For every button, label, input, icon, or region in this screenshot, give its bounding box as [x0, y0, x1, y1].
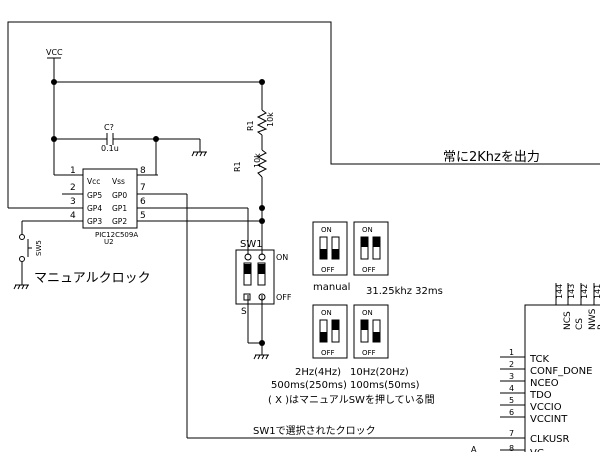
- manual-clock-label: マニュアルクロック: [34, 271, 151, 286]
- wires: [7, 21, 600, 439]
- fpga-top-name: R: [597, 324, 600, 330]
- capacitor: C? 0.1u: [101, 123, 119, 153]
- sw1-on: ON: [276, 253, 288, 262]
- pin-name: Vss: [112, 177, 125, 186]
- fpga-left-pins: 1 2 3 4 5 6 7 8 TCK CONF_DONE NCEO TDO V…: [500, 348, 592, 452]
- fpga-pin-num: 4: [509, 384, 514, 393]
- dip-off: OFF: [362, 349, 376, 357]
- fpga-pin-name: CONF_DONE: [530, 366, 592, 377]
- cap-value: 0.1u: [101, 144, 119, 153]
- dip-on: ON: [362, 309, 373, 317]
- fpga-pin-name: TCK: [529, 354, 550, 365]
- pin-num: 6: [140, 197, 146, 207]
- ground-sw5: [13, 284, 29, 290]
- fpga-top-pin: 143: [567, 284, 576, 299]
- fpga-pin-num: 6: [509, 408, 514, 417]
- pin-num: 1: [70, 166, 76, 176]
- sw1-s-label: S: [241, 307, 247, 317]
- fpga-top-pin: 141: [593, 284, 600, 299]
- fpga-pin-num: 2: [509, 360, 514, 369]
- fpga-chip: 144 143 142 141 NCS CS NWS R 1 2 3 4 5 6…: [471, 283, 600, 452]
- dip-time-label: 500ms(250ms) 100ms(50ms): [271, 380, 420, 391]
- pic-ic: 1 2 3 4 Vcc GP5 GP4 GP3 8 7 6 5 Vss GP0 …: [62, 166, 158, 246]
- fpga-pin-num: 1: [509, 348, 514, 357]
- dip-off: OFF: [321, 266, 335, 274]
- ic-ref: U2: [104, 238, 114, 246]
- fpga-top-name: NCS: [563, 311, 573, 330]
- pin-num: 8: [140, 166, 146, 176]
- ic-name: PIC12C509A: [95, 231, 138, 239]
- sw5-label: SW5: [35, 240, 43, 256]
- fpga-pin-name: VCCIO: [530, 402, 562, 413]
- ground-cap: [191, 151, 207, 157]
- fpga-top-name: CS: [575, 318, 585, 330]
- fpga-pin-num: 7: [509, 429, 514, 438]
- pin-name: GP3: [87, 217, 102, 226]
- sw1-selected-clock-label: SW1で選択されたクロック: [253, 424, 376, 437]
- vcc-symbol: VCC: [46, 48, 63, 59]
- fpga-pin-name: VCCINT: [530, 414, 568, 425]
- sw1-label: SW1: [240, 239, 263, 250]
- pin-name: GP2: [112, 217, 127, 226]
- pin-num: 4: [70, 211, 76, 221]
- dip-on: ON: [321, 226, 332, 234]
- resistor-upper: R1 10k: [246, 109, 275, 136]
- r-lower-ref: R1: [233, 161, 242, 172]
- sw5-pushbutton: SW5: [19, 234, 43, 262]
- fpga-pin-name: CLKUSR: [530, 434, 570, 445]
- dip-2hz-label: 2Hz(4Hz): [295, 367, 341, 378]
- dip-manual-left: ON OFF: [312, 221, 348, 276]
- dip-325-label: 31.25khz 32ms: [366, 286, 443, 297]
- pin-name: GP1: [112, 204, 127, 213]
- fpga-top-pin: 144: [555, 284, 564, 299]
- r-upper-ref: R1: [246, 120, 255, 131]
- dip-2hz: ON OFF: [312, 304, 348, 359]
- junction-dots: [51, 79, 265, 346]
- fpga-pin-num: 5: [509, 396, 514, 405]
- r-upper-value: 10k: [266, 112, 275, 127]
- fpga-pin-num: 8: [509, 444, 514, 452]
- sw1-off: OFF: [276, 293, 292, 302]
- pin-name: Vcc: [87, 177, 100, 186]
- sw1-dip-switch: SW1 ON OFF S: [235, 239, 292, 317]
- fpga-top-pin: 142: [580, 284, 589, 299]
- fpga-pin-name: NCEO: [530, 378, 559, 389]
- dip-325khz: ON OFF: [353, 221, 389, 276]
- vcc-label: VCC: [46, 48, 63, 57]
- paren-note: ( X )はマニュアルSWを押している間: [268, 393, 435, 406]
- pin-num: 7: [140, 183, 146, 193]
- pin-name: GP5: [87, 191, 102, 200]
- pin-num: 3: [70, 197, 76, 207]
- ground-sw1: [253, 354, 269, 360]
- r-lower-value: 10k: [253, 153, 262, 168]
- dip-off: OFF: [321, 349, 335, 357]
- dip-10hz: ON OFF: [353, 304, 389, 359]
- dip-manual-label: manual: [313, 282, 350, 293]
- fpga-bottom-a: A: [471, 445, 477, 452]
- pin-num: 2: [70, 183, 76, 193]
- dip-on: ON: [321, 309, 332, 317]
- fpga-pin-name: TDO: [529, 390, 552, 401]
- dip-off: OFF: [362, 266, 376, 274]
- always-2khz-label: 常に2Khzを出力: [443, 150, 540, 165]
- pin-num: 5: [140, 211, 146, 221]
- resistor-lower: R1 10k: [233, 149, 268, 178]
- dip-10hz-label: 10Hz(20Hz): [350, 367, 409, 378]
- pin-name: GP0: [112, 191, 127, 200]
- pin-name: GP4: [87, 204, 102, 213]
- fpga-top-name: NWS: [588, 308, 598, 330]
- dip-on: ON: [362, 226, 373, 234]
- cap-ref: C?: [104, 123, 114, 132]
- fpga-pin-name: VC: [530, 448, 544, 452]
- fpga-pin-num: 3: [509, 372, 514, 381]
